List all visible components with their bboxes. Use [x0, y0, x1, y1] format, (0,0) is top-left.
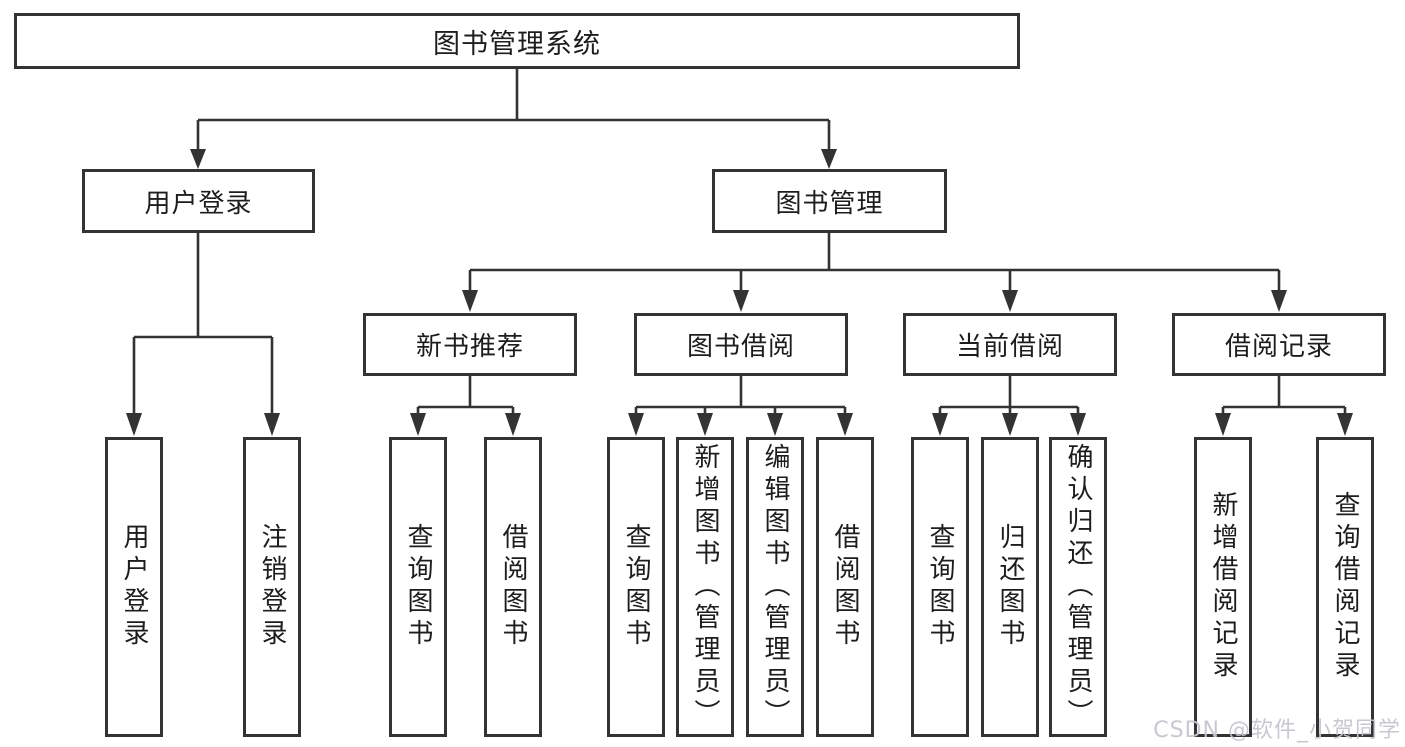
leaf-add-borrow-record: 新增借阅记录: [1194, 437, 1252, 737]
node-book-borrowing-label: 图书借阅: [686, 332, 795, 362]
connector-book-management-to-level3: [468, 233, 1281, 292]
leaf-query-book-recommend: 查询图书: [389, 437, 447, 737]
arrowheads-current-leaves: [932, 413, 1086, 436]
connector-recommend-to-leaves: [416, 376, 515, 414]
leaf-add-book-admin-label: 新增图书（管理员）: [690, 443, 720, 731]
node-borrow-records: 借阅记录: [1172, 313, 1386, 376]
leaf-borrow-book-recommend-label: 借阅图书: [498, 523, 528, 651]
connector-root-to-level2: [196, 69, 831, 150]
node-book-management: 图书管理: [712, 169, 947, 233]
leaf-confirm-return-admin-label: 确认归还（管理员）: [1063, 443, 1093, 731]
node-new-book-recommend: 新书推荐: [363, 313, 577, 376]
arrowheads-recommend-leaves: [410, 413, 521, 436]
node-library-system-label: 图书管理系统: [433, 28, 601, 60]
node-current-borrowing: 当前借阅: [903, 313, 1117, 376]
leaf-return-book: 归还图书: [981, 437, 1039, 737]
leaf-borrow-book: 借阅图书: [816, 437, 874, 737]
arrowheads-records-leaves: [1215, 413, 1353, 436]
leaf-edit-book-admin-label: 编辑图书（管理员）: [760, 443, 790, 731]
node-book-management-label: 图书管理: [775, 188, 884, 219]
leaf-user-login: 用户登录: [105, 437, 163, 737]
leaf-query-book-current-label: 查询图书: [925, 523, 955, 651]
leaf-query-borrow-record-label: 查询借阅记录: [1330, 491, 1360, 683]
arrowheads-borrowing-leaves: [628, 413, 853, 436]
leaf-logout-login-label: 注销登录: [257, 523, 287, 651]
leaf-add-book-admin: 新增图书（管理员）: [676, 437, 734, 737]
leaf-return-book-label: 归还图书: [995, 523, 1025, 651]
node-library-system: 图书管理系统: [14, 13, 1020, 69]
leaf-add-borrow-record-label: 新增借阅记录: [1208, 491, 1238, 683]
node-current-borrowing-label: 当前借阅: [955, 332, 1064, 362]
node-user-login: 用户登录: [82, 169, 315, 233]
arrowheads-level3: [462, 290, 1287, 312]
node-new-book-recommend-label: 新书推荐: [415, 332, 524, 362]
leaf-borrow-book-label: 借阅图书: [830, 523, 860, 651]
leaf-logout-login: 注销登录: [243, 437, 301, 737]
connector-records-to-leaves: [1221, 376, 1347, 414]
leaf-query-borrow-record: 查询借阅记录: [1316, 437, 1374, 737]
connector-current-to-leaves: [938, 376, 1080, 414]
node-user-login-label: 用户登录: [144, 188, 253, 219]
csdn-watermark: CSDN @软件_小贺同学: [1153, 718, 1401, 743]
arrowheads-level2: [190, 149, 837, 169]
node-borrow-records-label: 借阅记录: [1224, 332, 1333, 362]
leaf-query-book-current: 查询图书: [911, 437, 969, 737]
leaf-query-book-borrowing: 查询图书: [607, 437, 665, 737]
node-book-borrowing: 图书借阅: [634, 313, 848, 376]
leaf-query-book-borrowing-label: 查询图书: [621, 523, 651, 651]
leaf-query-book-recommend-label: 查询图书: [403, 523, 433, 651]
leaf-edit-book-admin: 编辑图书（管理员）: [746, 437, 804, 737]
connector-borrowing-to-leaves: [634, 376, 847, 414]
leaf-confirm-return-admin: 确认归还（管理员）: [1049, 437, 1107, 737]
arrowheads-user-login-leaves: [126, 413, 280, 436]
connector-user-login-to-leaves: [132, 233, 274, 414]
leaf-user-login-label: 用户登录: [119, 523, 149, 651]
leaf-borrow-book-recommend: 借阅图书: [484, 437, 542, 737]
